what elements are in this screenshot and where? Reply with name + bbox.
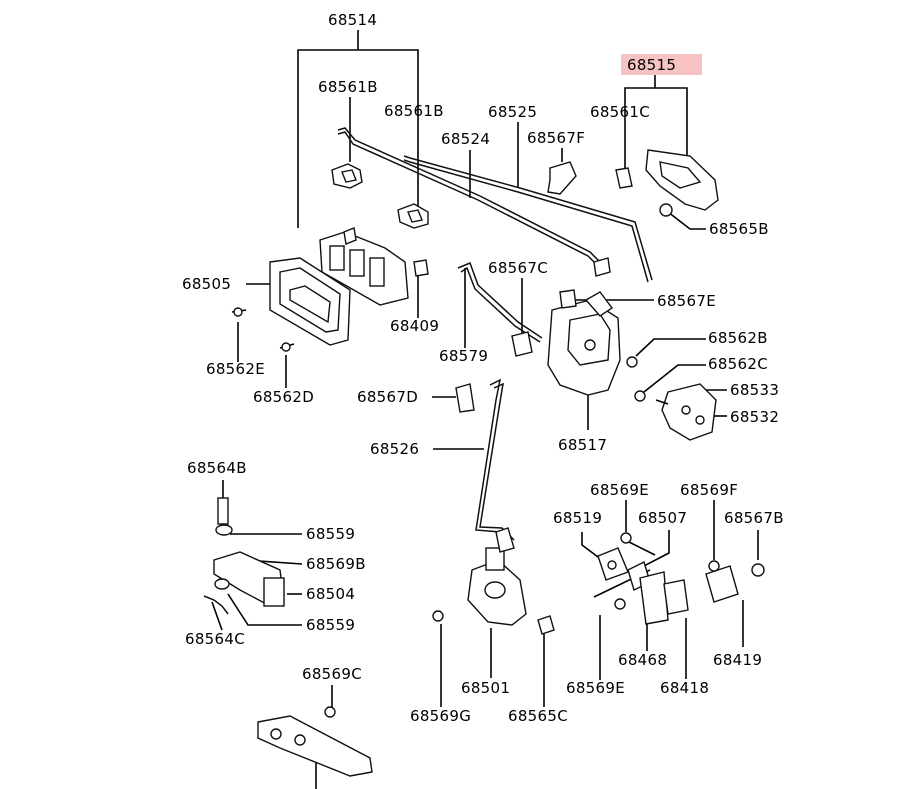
callout-68533[interactable]: 68533: [730, 381, 779, 399]
callout-68564C[interactable]: 68564C: [185, 630, 245, 648]
callout-68409[interactable]: 68409: [390, 317, 439, 335]
callout-68567F[interactable]: 68567F: [527, 129, 585, 147]
callout-68514[interactable]: 68514: [328, 11, 377, 29]
highlight-68515: [621, 54, 702, 75]
screw-68562B[interactable]: [626, 356, 638, 368]
clip-68561C[interactable]: [615, 167, 633, 189]
callout-68507[interactable]: 68507: [638, 509, 687, 527]
leader-lines: [211, 30, 759, 789]
screw-68569E-top[interactable]: [620, 532, 632, 544]
callout-68569F[interactable]: 68569F: [680, 481, 738, 499]
callout-68569B[interactable]: 68569B: [306, 555, 366, 573]
screw-68569F[interactable]: [708, 560, 720, 572]
nut-68567B[interactable]: [751, 563, 765, 577]
callout-68567B[interactable]: 68567B: [724, 509, 784, 527]
callout-68515[interactable]: 68515: [627, 56, 676, 74]
nut-68565B[interactable]: [659, 203, 673, 217]
callout-68569E-bottom[interactable]: 68569E: [566, 679, 625, 697]
callout-68559-bottom[interactable]: 68559: [306, 616, 355, 634]
callout-68559-top[interactable]: 68559: [306, 525, 355, 543]
clip-68561B-left[interactable]: [331, 163, 363, 189]
washer-68559-top[interactable]: [215, 524, 233, 536]
callout-68569E-top[interactable]: 68569E: [590, 481, 649, 499]
callout-68569G[interactable]: 68569G: [410, 707, 471, 725]
callout-68562E[interactable]: 68562E: [206, 360, 265, 378]
outside-handle-68515[interactable]: [645, 149, 719, 211]
screw-68569E-bottom[interactable]: [614, 598, 626, 610]
actuator-68501[interactable]: [467, 527, 527, 626]
callout-68519[interactable]: 68519: [553, 509, 602, 527]
clip-68409[interactable]: [413, 259, 429, 277]
callout-68562D[interactable]: 68562D: [253, 388, 314, 406]
callout-68567C[interactable]: 68567C: [488, 259, 548, 277]
callout-68419[interactable]: 68419: [713, 651, 762, 669]
callout-68517[interactable]: 68517: [558, 436, 607, 454]
callout-68561B-right[interactable]: 68561B: [384, 102, 444, 120]
bracket-68519[interactable]: [597, 547, 629, 581]
callout-68504[interactable]: 68504: [306, 585, 355, 603]
callout-68526[interactable]: 68526: [370, 440, 419, 458]
clip-68567D[interactable]: [455, 383, 475, 413]
callout-68579[interactable]: 68579: [439, 347, 488, 365]
shim-68533[interactable]: [655, 399, 669, 405]
callout-68569C[interactable]: 68569C: [302, 665, 362, 683]
callout-68564B[interactable]: 68564B: [187, 459, 247, 477]
callout-68468[interactable]: 68468: [618, 651, 667, 669]
screw-68562E[interactable]: [231, 307, 247, 317]
spring-68564C[interactable]: [203, 595, 229, 615]
callout-68525[interactable]: 68525: [488, 103, 537, 121]
hinge-68504[interactable]: [213, 551, 285, 607]
clip-rod-top[interactable]: [593, 257, 611, 277]
clip-68561B-right[interactable]: [397, 203, 429, 229]
screw-68562C[interactable]: [634, 390, 646, 402]
callout-68532[interactable]: 68532: [730, 408, 779, 426]
callout-68418[interactable]: 68418: [660, 679, 709, 697]
screw-68569C[interactable]: [324, 706, 336, 718]
callout-68565C[interactable]: 68565C: [508, 707, 568, 725]
washer-68559-bottom[interactable]: [214, 578, 230, 590]
screw-68562D[interactable]: [279, 342, 295, 352]
door-lock-68517[interactable]: [547, 291, 621, 396]
bracket-68468[interactable]: [639, 571, 669, 625]
clip-68567F[interactable]: [547, 161, 577, 195]
inner-handle-68514[interactable]: [319, 227, 409, 306]
screw-68569G[interactable]: [432, 610, 444, 622]
callout-68501[interactable]: 68501: [461, 679, 510, 697]
clip-68567C[interactable]: [511, 331, 533, 357]
bolt-68564B[interactable]: [217, 497, 229, 525]
callout-68565B[interactable]: 68565B: [709, 220, 769, 238]
callout-68562B[interactable]: 68562B: [708, 329, 768, 347]
callout-68567D[interactable]: 68567D: [357, 388, 418, 406]
module-68419[interactable]: [705, 565, 739, 603]
striker-68532[interactable]: [661, 383, 717, 441]
lower-bracket[interactable]: [257, 715, 373, 777]
callout-68562C[interactable]: 68562C: [708, 355, 768, 373]
bracket-68418[interactable]: [663, 579, 689, 615]
callout-68567E[interactable]: 68567E: [657, 292, 716, 310]
clip-68567E[interactable]: [559, 289, 577, 309]
callout-68561C[interactable]: 68561C: [590, 103, 650, 121]
callout-68505[interactable]: 68505: [182, 275, 231, 293]
bezel-68505[interactable]: [269, 257, 351, 346]
nut-68565C[interactable]: [537, 615, 555, 635]
callout-68561B-left[interactable]: 68561B: [318, 78, 378, 96]
callout-68524[interactable]: 68524: [441, 130, 490, 148]
